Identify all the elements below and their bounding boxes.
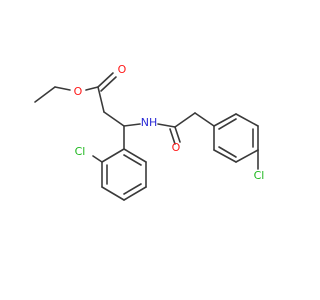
bond-ring2-1 — [213, 113, 237, 127]
bond-ch2-aryl — [194, 112, 215, 127]
atom-o-amide: O — [172, 141, 181, 154]
bond-amide-c-o-b — [169, 128, 176, 145]
bond-carbonyl-c-o-a — [97, 72, 114, 88]
atom-cl-ortho: Cl — [75, 145, 86, 158]
bond-amide-c-o-a — [174, 126, 181, 143]
bond-ring1-double-c — [123, 154, 142, 166]
bond-ring2-4 — [235, 149, 259, 163]
molecule-structure: O O NH O Cl Cl — [34, 63, 265, 201]
bond-ring1-3 — [101, 186, 125, 201]
bond-ring2-5 — [213, 149, 237, 163]
bond-ch-nh — [123, 123, 141, 127]
bond-ethyl-ch3 — [34, 86, 56, 103]
atom-nh: NH — [141, 116, 158, 129]
bond-ethyl-ch2-o — [54, 86, 71, 91]
atom-o-ether-ester: O — [74, 85, 83, 98]
bond-ring2-2 — [235, 113, 259, 127]
atom-o-carbonyl-ester: O — [118, 63, 127, 76]
bond-nh-amide-c — [157, 123, 176, 128]
bond-carbonyl-c-o-b — [100, 76, 117, 92]
bond-amide-c-ch2 — [174, 112, 196, 128]
bond-ring1-6 — [123, 148, 147, 163]
bond-ring1-1 — [101, 148, 125, 163]
bond-ring1-cl — [92, 155, 103, 163]
bond-ring2-double-c — [218, 146, 237, 158]
bond-ring1-double-b — [123, 183, 142, 195]
atom-cl-para: Cl — [254, 169, 265, 182]
bond-ring2-double-a — [218, 118, 237, 130]
bond-ch2-ch — [103, 111, 125, 127]
molecule-diagram: O O NH O Cl Cl — [34, 63, 265, 201]
bond-ring1-4 — [123, 186, 147, 201]
bond-o-carbonyl-c — [85, 86, 99, 91]
bond-carbonyl-c-ch2 — [97, 86, 105, 113]
